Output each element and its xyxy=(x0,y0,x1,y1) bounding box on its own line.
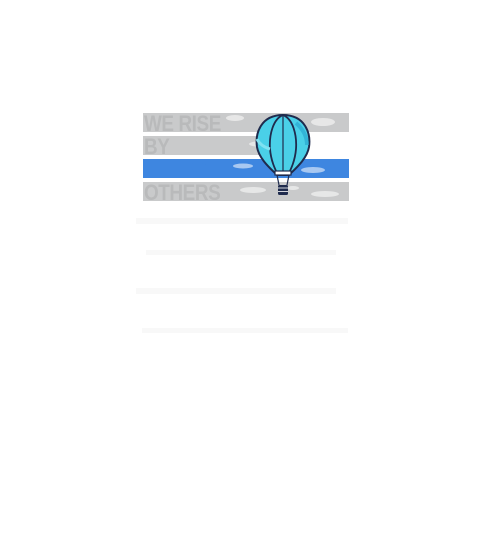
line-by: BY xyxy=(144,134,170,159)
faint-background-texture xyxy=(136,218,348,333)
hot-air-balloon-icon xyxy=(255,113,311,195)
line-others: OTHERS xyxy=(144,180,221,205)
line-we-rise: WE RISE xyxy=(144,111,221,136)
gray-stripe xyxy=(143,136,293,155)
line-lifting: LIFTING xyxy=(144,157,215,182)
we-rise-graphic: WE RISE BY LIFTING OTHERS xyxy=(143,111,349,205)
